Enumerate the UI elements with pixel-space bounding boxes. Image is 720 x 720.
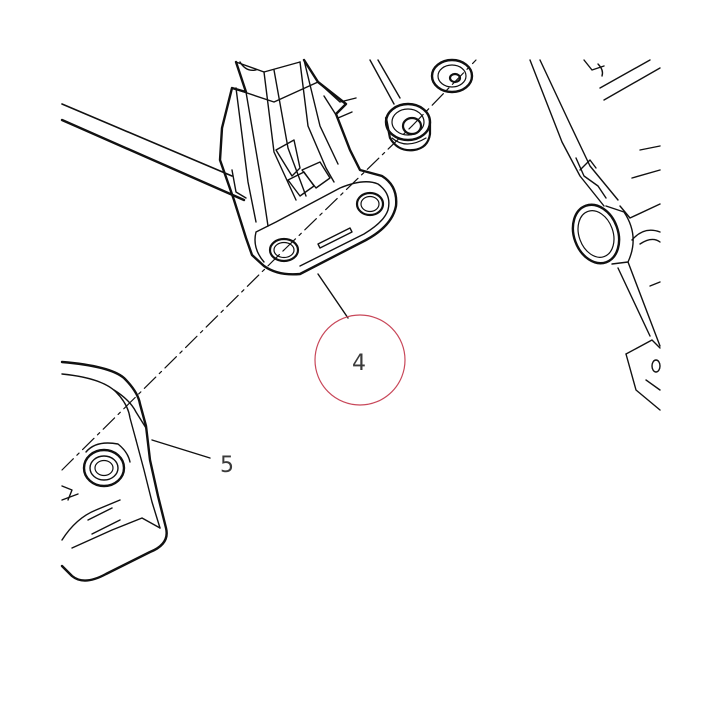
callout-label-5: 5 (220, 453, 234, 478)
leader-line-4 (317, 273, 349, 319)
leader-line-5 (151, 439, 211, 459)
lower-mount-part-5 (60, 360, 168, 582)
leader-lines (151, 273, 349, 459)
rubber-grommet (384, 102, 432, 152)
mounting-bracket-part-4 (218, 58, 398, 276)
steering-column-assembly (529, 59, 661, 411)
washer (430, 58, 474, 94)
callout-label-4: 4 (352, 351, 366, 376)
cable-lines (369, 59, 401, 105)
callout-highlight-circle (314, 314, 406, 406)
frame-bar (60, 103, 246, 202)
center-lines (61, 59, 477, 471)
